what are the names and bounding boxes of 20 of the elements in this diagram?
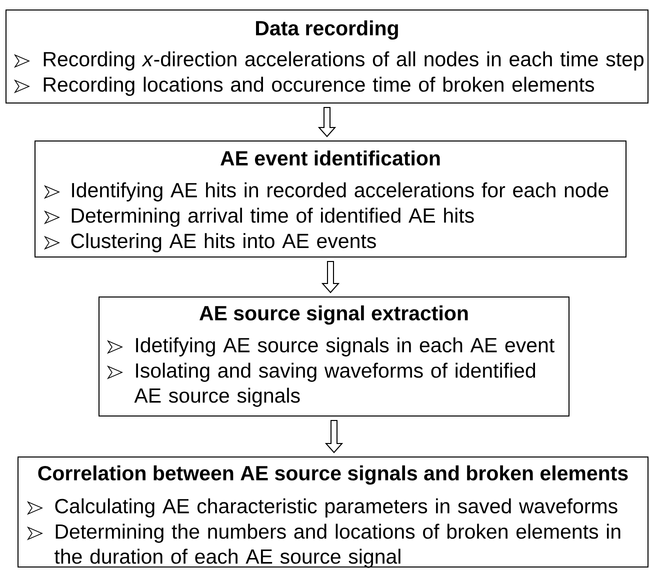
box-heading: Correlation between AE source signals and broken elements	[38, 465, 628, 485]
bullet-text: Determining arrival time of identified AE hits	[72, 208, 474, 227]
box-heading: AE source signal extraction	[200, 305, 468, 325]
bullet-text: Identifying AE hits in recorded accelerations for each node	[72, 182, 608, 202]
bullet-text: Determining the numbers and locations of broken elements in the duration of each AE source signal	[54, 524, 620, 568]
process-box	[34, 140, 626, 258]
bullet-text: Idetifying AE source signals in each AE event	[136, 337, 554, 356]
box-heading: AE event identification	[220, 150, 440, 166]
hollow-arrow	[324, 420, 344, 454]
process-box	[6, 10, 648, 104]
bullet-text: Recording locations and occurence time of broken elements	[44, 76, 594, 96]
process-box	[18, 456, 648, 568]
bullet-text: Isolating and saving waveforms of identified AE source signals	[134, 362, 536, 407]
box-heading: Data recording	[256, 20, 398, 40]
bullet-text: Recording x-direction accelerations of all nodes in each time step	[44, 51, 644, 70]
bullet-text: Calculating AE characteristic parameters in saved waveforms	[55, 498, 618, 518]
bullet-text: Clustering AE hits into AE events	[71, 233, 376, 252]
hollow-arrow	[321, 261, 340, 294]
process-box	[98, 296, 570, 416]
hollow-arrow	[318, 107, 336, 138]
